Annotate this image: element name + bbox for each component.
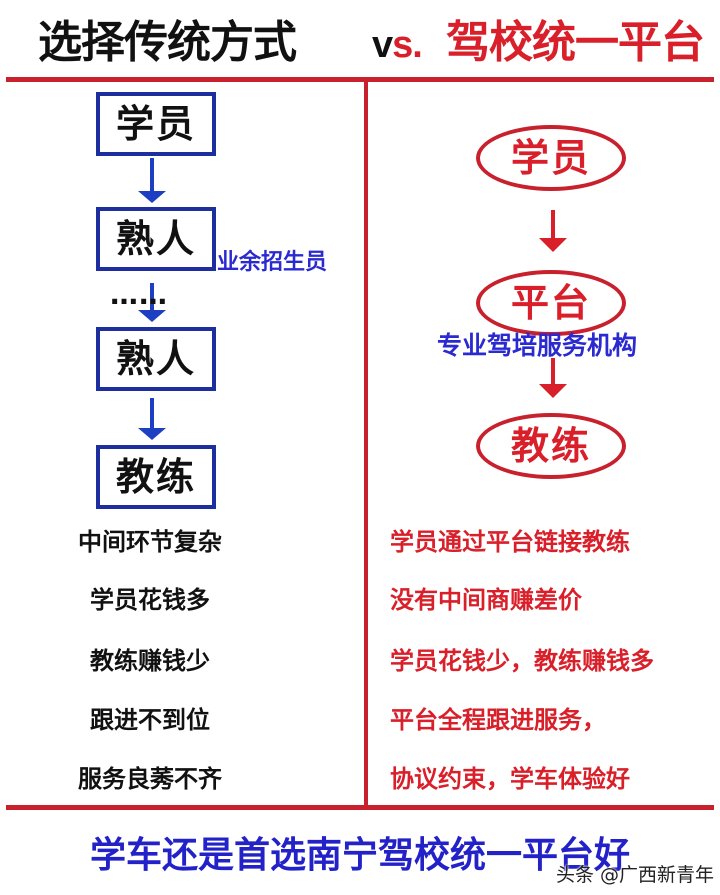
arrow-down-icon xyxy=(551,210,555,240)
arrow-down-icon xyxy=(150,158,154,194)
footer-slogan: 学车还是首选南宁驾校统一平台好 xyxy=(89,835,630,876)
arrow-head-icon xyxy=(138,310,166,322)
ellipsis-dots: …… xyxy=(110,278,168,311)
flow-box-student: 学员 xyxy=(96,92,216,156)
center-divider xyxy=(364,80,368,810)
title-platform: 驾校统一平台 xyxy=(446,17,705,68)
arrow-head-icon xyxy=(539,384,567,398)
benefit-item: 学员花钱少，教练赚钱多 xyxy=(390,647,654,675)
arrow-down-icon xyxy=(551,358,555,388)
arrow-head-icon xyxy=(138,191,166,203)
benefit-item: 协议约束，学车体验好 xyxy=(390,765,630,793)
drawback-item: 服务良莠不齐 xyxy=(78,765,222,793)
drawback-item: 跟进不到位 xyxy=(90,706,210,734)
flow-box-acquaintance-2: 熟人 xyxy=(96,327,216,391)
drawback-item: 学员花钱多 xyxy=(90,586,210,614)
drawback-item: 中间环节复杂 xyxy=(78,528,222,556)
benefit-item: 没有中间商赚差价 xyxy=(390,586,582,614)
title-vs: vs. xyxy=(372,14,423,76)
top-divider xyxy=(6,77,714,82)
benefit-item: 平台全程跟进服务， xyxy=(390,706,606,734)
bottom-divider xyxy=(6,805,714,810)
arrow-down-icon xyxy=(150,283,154,311)
side-note-amateur-recruiter: 业余招生员 xyxy=(217,250,328,275)
flow-ellipse-coach: 教练 xyxy=(476,413,626,479)
arrow-head-icon xyxy=(138,428,166,440)
arrow-head-icon xyxy=(539,238,567,252)
vs-v: v xyxy=(372,24,393,66)
vs-s: s. xyxy=(392,24,423,66)
flow-ellipse-platform: 平台 xyxy=(476,270,626,336)
benefit-item: 学员通过平台链接教练 xyxy=(390,528,630,556)
title-traditional: 选择传统方式 xyxy=(38,17,297,68)
drawback-item: 教练赚钱少 xyxy=(90,647,210,675)
page-title: 选择传统方式 vs. 驾校统一平台 xyxy=(0,12,720,74)
flow-ellipse-student: 学员 xyxy=(476,125,626,191)
watermark: 头条 @广西新青年 xyxy=(556,864,715,886)
flow-box-coach: 教练 xyxy=(96,445,216,509)
flow-box-acquaintance-1: 熟人 xyxy=(96,207,216,271)
side-note-professional-institution: 专业驾培服务机构 xyxy=(437,331,638,360)
arrow-down-icon xyxy=(150,398,154,432)
